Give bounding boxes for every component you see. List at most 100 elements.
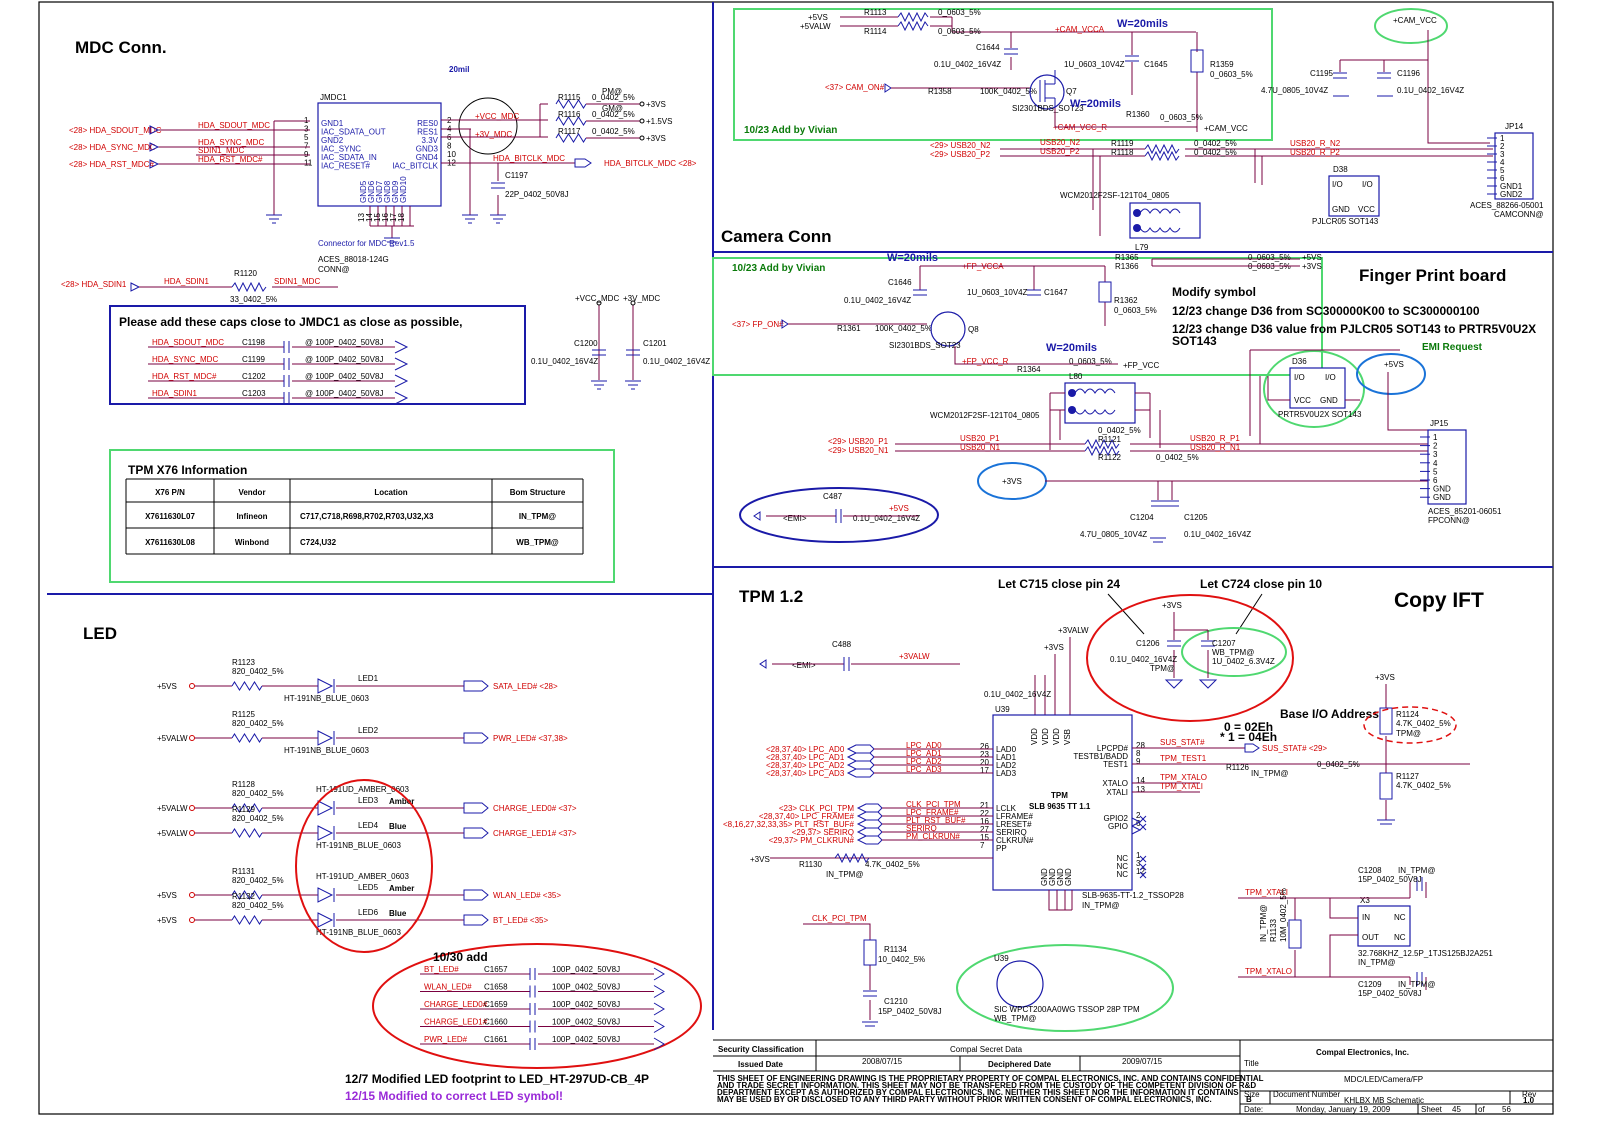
u39-pin-right: TESTB1/BADD — [1073, 752, 1128, 761]
fp-5vs-ring — [1356, 353, 1426, 395]
tpm-lpc-net: LPC_AD0 — [906, 741, 942, 750]
c1208-ref: C1208 — [1358, 866, 1382, 875]
table-cell: IN_TPM@ — [519, 512, 556, 521]
fp-usb-rp1: USB20_R_P1 — [1190, 434, 1240, 443]
led-resistor-ref: R1128 — [232, 780, 256, 789]
fp-on-ref: <37> FP_ON# — [732, 320, 784, 329]
led-cap-net: CHARGE_LED0# — [424, 1000, 488, 1009]
u39-pin-left: LRESET# — [996, 820, 1032, 829]
led-cap-net: CHARGE_LED1# — [424, 1018, 488, 1027]
footer-sheet-lbl: Sheet — [1421, 1105, 1443, 1114]
u39-pin-right: GPIO2 — [1104, 814, 1129, 823]
c488-rail: +3VALW — [899, 652, 930, 661]
fp-change2b: SOT143 — [1172, 334, 1217, 348]
c1205-val: 0.1U_0402_16V4Z — [1184, 530, 1251, 539]
c1197-ref: C1197 — [505, 171, 529, 180]
u39-pin-left: LAD2 — [996, 761, 1017, 770]
r1127-val: 4.7K_0402_5% — [1396, 781, 1451, 790]
mdc-pm: PM@ — [602, 87, 622, 96]
fp-usb-p1: USB20_P1 — [960, 434, 1000, 443]
u39-pin-num-right: 3 — [1136, 859, 1141, 868]
fp-r-val-2: 0_0402_5% — [1156, 453, 1199, 462]
mdc-net-sdout: HDA_SDOUT_MDC — [198, 121, 270, 130]
mdc-resistor-ref: R1115 — [558, 93, 581, 102]
led-net-port — [463, 827, 489, 839]
cam-vcca: +CAM_VCCA — [1055, 25, 1105, 34]
u39-pin-num-left: 17 — [980, 766, 989, 775]
u39-body — [992, 714, 1133, 891]
vcc-mdc-ring — [458, 97, 518, 155]
u39-pin-left: LAD3 — [996, 769, 1017, 778]
led-cap-gnd — [653, 1037, 665, 1051]
jmdc1-pin-right: RES0 — [417, 119, 438, 128]
cap-note-ref: C1203 — [242, 389, 266, 398]
table-cell: X7611630L08 — [145, 538, 195, 547]
cap-note-gnd — [394, 374, 409, 388]
tpm-cdec-val: 0.1U_0402_16V4Z — [984, 690, 1051, 699]
l79-ref: L79 — [1135, 243, 1149, 252]
tpm-ctl-net: SERIRQ — [906, 824, 937, 833]
c1210-val: 15P_0402_50V8J — [878, 1007, 942, 1016]
jmdc1-gnd-pin: GND8 — [383, 180, 392, 203]
footer-sheet: 45 — [1452, 1105, 1461, 1114]
d36-ring — [1263, 350, 1365, 428]
led-cap-val: 100P_0402_50V8J — [552, 965, 620, 974]
led-net: CHARGE_LED1# <37> — [493, 829, 577, 838]
r1364-val: 0_0603_5% — [1069, 357, 1112, 366]
connector-pin: GND2 — [1500, 190, 1523, 199]
fp-modify: Modify symbol — [1172, 285, 1256, 299]
fp-usb-n1: USB20_N1 — [960, 443, 1001, 452]
tpm-ctl-port — [856, 835, 883, 845]
c1644-ref: C1644 — [976, 43, 1000, 52]
jmdc1-pin-right: GND3 — [416, 145, 439, 154]
table-cell: C717,C718,R698,R702,R703,U32,X3 — [300, 512, 434, 521]
u39-pin-bot: GND — [1048, 868, 1057, 886]
tpm-lpc-net: LPC_AD2 — [906, 757, 942, 766]
connector-pin: GND1 — [1500, 182, 1523, 191]
mdc-rail-dot — [639, 118, 645, 124]
tpm-rail-3valw: +3VALW — [1058, 626, 1089, 635]
c1207-val: 1U_0402_6.3V4Z — [1212, 657, 1275, 666]
cam-usb-p2-ref: <29> USB20_P2 — [930, 150, 991, 159]
q7-ref: Q7 — [1066, 87, 1077, 96]
c1196-ref: C1196 — [1397, 69, 1421, 78]
led-resistor-val: 820_0402_5% — [232, 719, 284, 728]
v3-mdc-rail: +3V_MDC — [623, 294, 660, 303]
led-part: HT-191UD_AMBER_0603 — [316, 785, 409, 794]
u39-chip: TPM — [1051, 791, 1068, 800]
led-cap-symbol — [529, 1003, 536, 1015]
u39-pin-right: NC — [1116, 854, 1128, 863]
jmdc1-gnd-bus — [370, 225, 414, 238]
c1197-val: 22P_0402_50V8J — [505, 190, 569, 199]
c1208-at: IN_TPM@ — [1398, 866, 1435, 875]
tpm-ctl-port — [856, 827, 883, 837]
u39-pin-right: TEST1 — [1103, 760, 1128, 769]
led-resistor-val: 820_0402_5% — [232, 814, 284, 823]
footer-title: MDC/LED/Camera/FP — [1344, 1075, 1423, 1084]
u39-slb: SLB-9635-TT-1.2_TSSOP28 — [1082, 891, 1184, 900]
r1358-ref: R1358 — [928, 87, 952, 96]
mdc-3v-label: +3V_MDC — [475, 130, 512, 139]
mdc-rail-label: +3VS — [646, 134, 666, 143]
mdc-net-sync: HDA_SYNC_MDC — [198, 138, 264, 147]
u39b-ref: U39 — [994, 954, 1009, 963]
tpm-ctl-ref: <8,16,27,32,33,35> PLT_RST_BUF# — [723, 820, 855, 829]
table-cell: C724,U32 — [300, 538, 337, 547]
led-cap-symbol — [529, 1038, 536, 1050]
c487-rail: +5VS — [889, 504, 909, 513]
led-rail-dot — [189, 805, 195, 811]
l79-body — [1129, 202, 1201, 239]
c1209-val: 15P_0402_50V8J — [1358, 989, 1422, 998]
r1118-val: 0_0402_5% — [1194, 148, 1237, 157]
cam-rail-5vs: +5VS — [808, 13, 828, 22]
u39-pin-left: SERIRQ — [996, 828, 1027, 837]
led-ref: LED3 — [358, 796, 379, 805]
fp-r-val-1: 0_0402_5% — [1098, 426, 1141, 435]
jp14-part: ACES_88266-05001 — [1470, 201, 1544, 210]
led-rail: +5VS — [157, 916, 177, 925]
c1647-val: 1U_0603_10V4Z — [967, 288, 1028, 297]
led-net-port — [463, 732, 489, 744]
cap-note-val: @ 100P_0402_50V8J — [305, 372, 383, 381]
jp14-ref: JP14 — [1505, 122, 1524, 131]
cap-note-net: HDA_RST_MDC# — [152, 372, 217, 381]
